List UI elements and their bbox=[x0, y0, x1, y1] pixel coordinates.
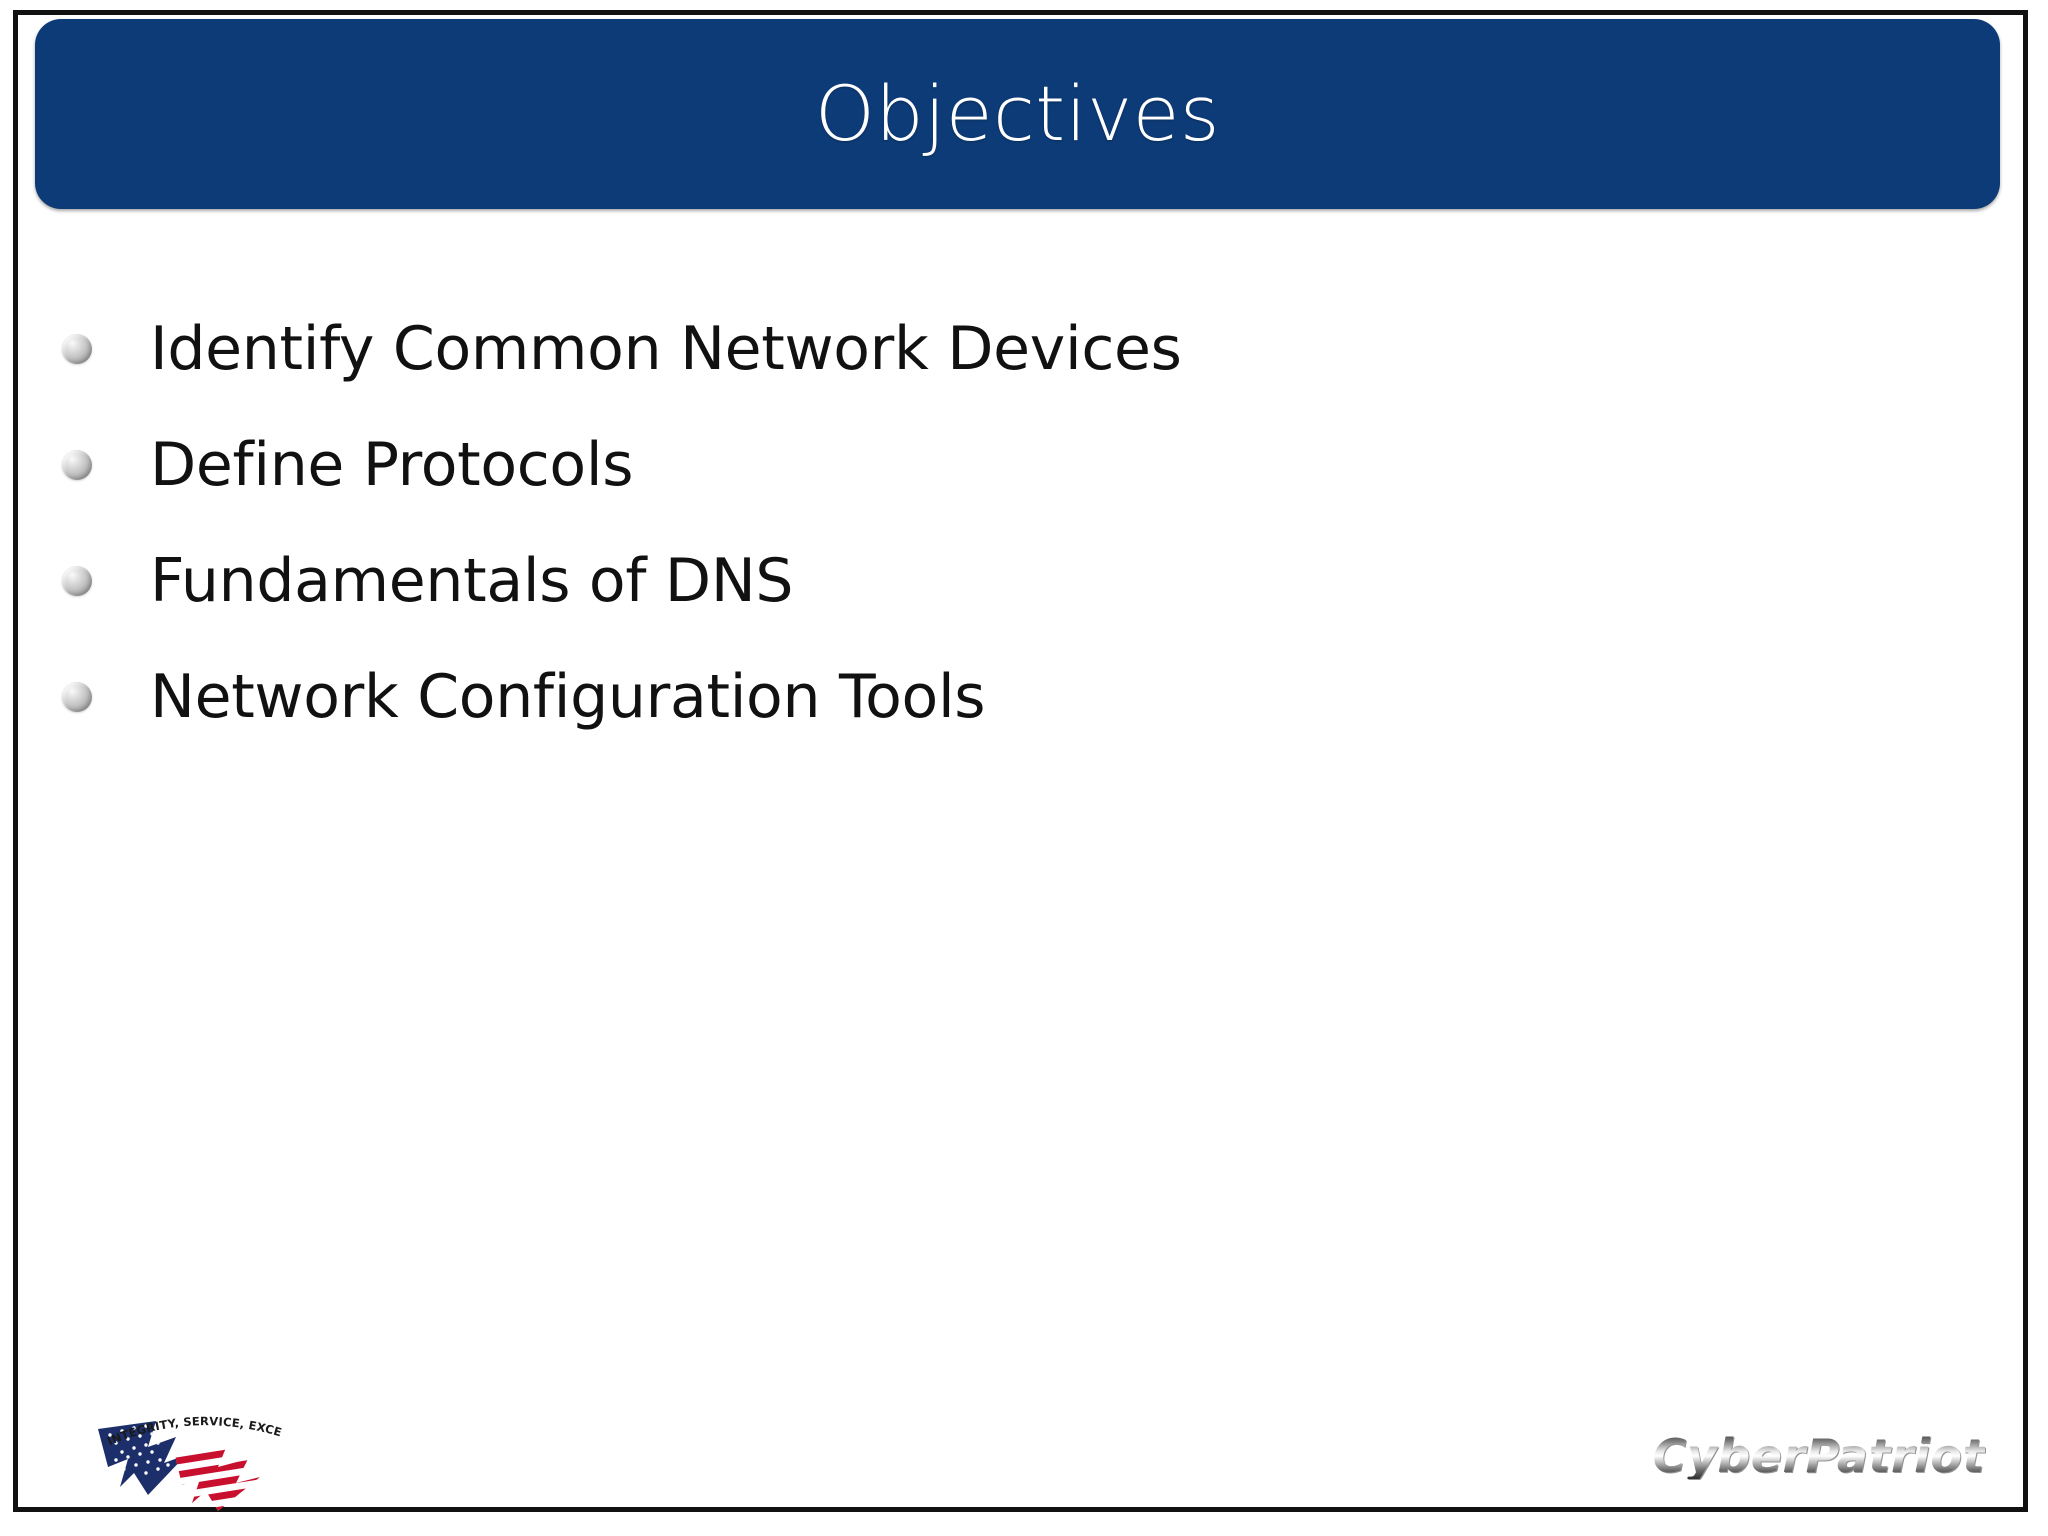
sphere-bullet-icon bbox=[62, 450, 92, 480]
sphere-bullet-icon bbox=[62, 682, 92, 712]
slide-canvas: Objectives Identify Common Network Devic… bbox=[13, 10, 2028, 1512]
page-title: Objectives bbox=[815, 69, 1220, 158]
objectives-list: Identify Common Network Devices Define P… bbox=[48, 291, 1948, 755]
slide-title-banner: Objectives bbox=[35, 19, 2000, 209]
air-force-flag-logo-icon: INTEGRITY, SERVICE, EXCELLENCE bbox=[90, 1403, 290, 1515]
af-motto-text: INTEGRITY, SERVICE, EXCELLENCE bbox=[90, 1403, 284, 1448]
list-item-label: Fundamentals of DNS bbox=[150, 546, 794, 616]
list-item: Identify Common Network Devices bbox=[48, 291, 1948, 407]
list-item-label: Network Configuration Tools bbox=[150, 662, 986, 732]
list-item-label: Identify Common Network Devices bbox=[150, 314, 1182, 384]
cyberpatriot-logo: CyberPatriot bbox=[1652, 1429, 1985, 1483]
list-item: Define Protocols bbox=[48, 407, 1948, 523]
list-item-label: Define Protocols bbox=[150, 430, 634, 500]
list-item: Fundamentals of DNS bbox=[48, 523, 1948, 639]
list-item: Network Configuration Tools bbox=[48, 639, 1948, 755]
sphere-bullet-icon bbox=[62, 334, 92, 364]
sphere-bullet-icon bbox=[62, 566, 92, 596]
